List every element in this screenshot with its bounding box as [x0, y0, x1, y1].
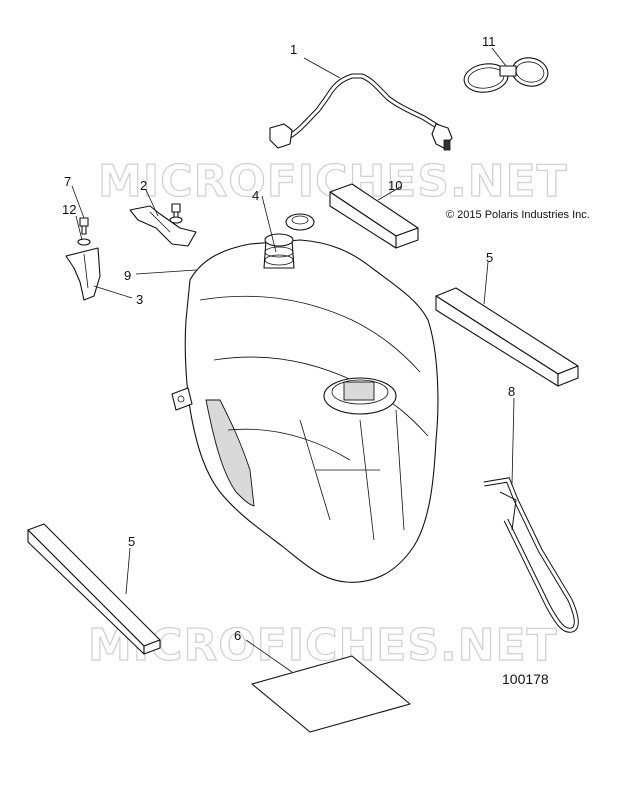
callout-11: 11 — [482, 34, 496, 49]
callout-3: 3 — [136, 292, 143, 307]
part-8-hose — [483, 477, 579, 633]
callout-6: 6 — [234, 628, 241, 643]
figure-number: 100178 — [502, 671, 549, 687]
part-5-pad-left — [27, 523, 161, 655]
callout-2: 2 — [140, 178, 147, 193]
callout-5-right: 5 — [486, 250, 493, 265]
part-6-plate — [251, 655, 411, 733]
callout-4: 4 — [252, 188, 259, 203]
watermark-bottom: MICROFICHES.NET — [88, 620, 558, 671]
part-10-pad — [329, 183, 419, 249]
callout-10: 10 — [388, 178, 402, 193]
part-5-pad-right — [435, 287, 579, 387]
part-11-clamp — [463, 57, 549, 93]
part-2-bracket — [129, 205, 197, 247]
callout-7: 7 — [64, 174, 71, 189]
callout-12: 12 — [62, 202, 76, 217]
part-12-washer — [77, 216, 183, 246]
callout-9: 9 — [124, 268, 131, 283]
part-3-bracket — [65, 247, 101, 301]
callout-5-left: 5 — [128, 534, 135, 549]
callout-8: 8 — [508, 384, 515, 399]
leader-lines — [71, 47, 515, 673]
part-9-fuel-tank — [171, 213, 439, 583]
callout-1: 1 — [290, 42, 297, 57]
part-1-vent-hose — [269, 73, 453, 151]
copyright-text: © 2015 Polaris Industries Inc. — [446, 209, 590, 221]
